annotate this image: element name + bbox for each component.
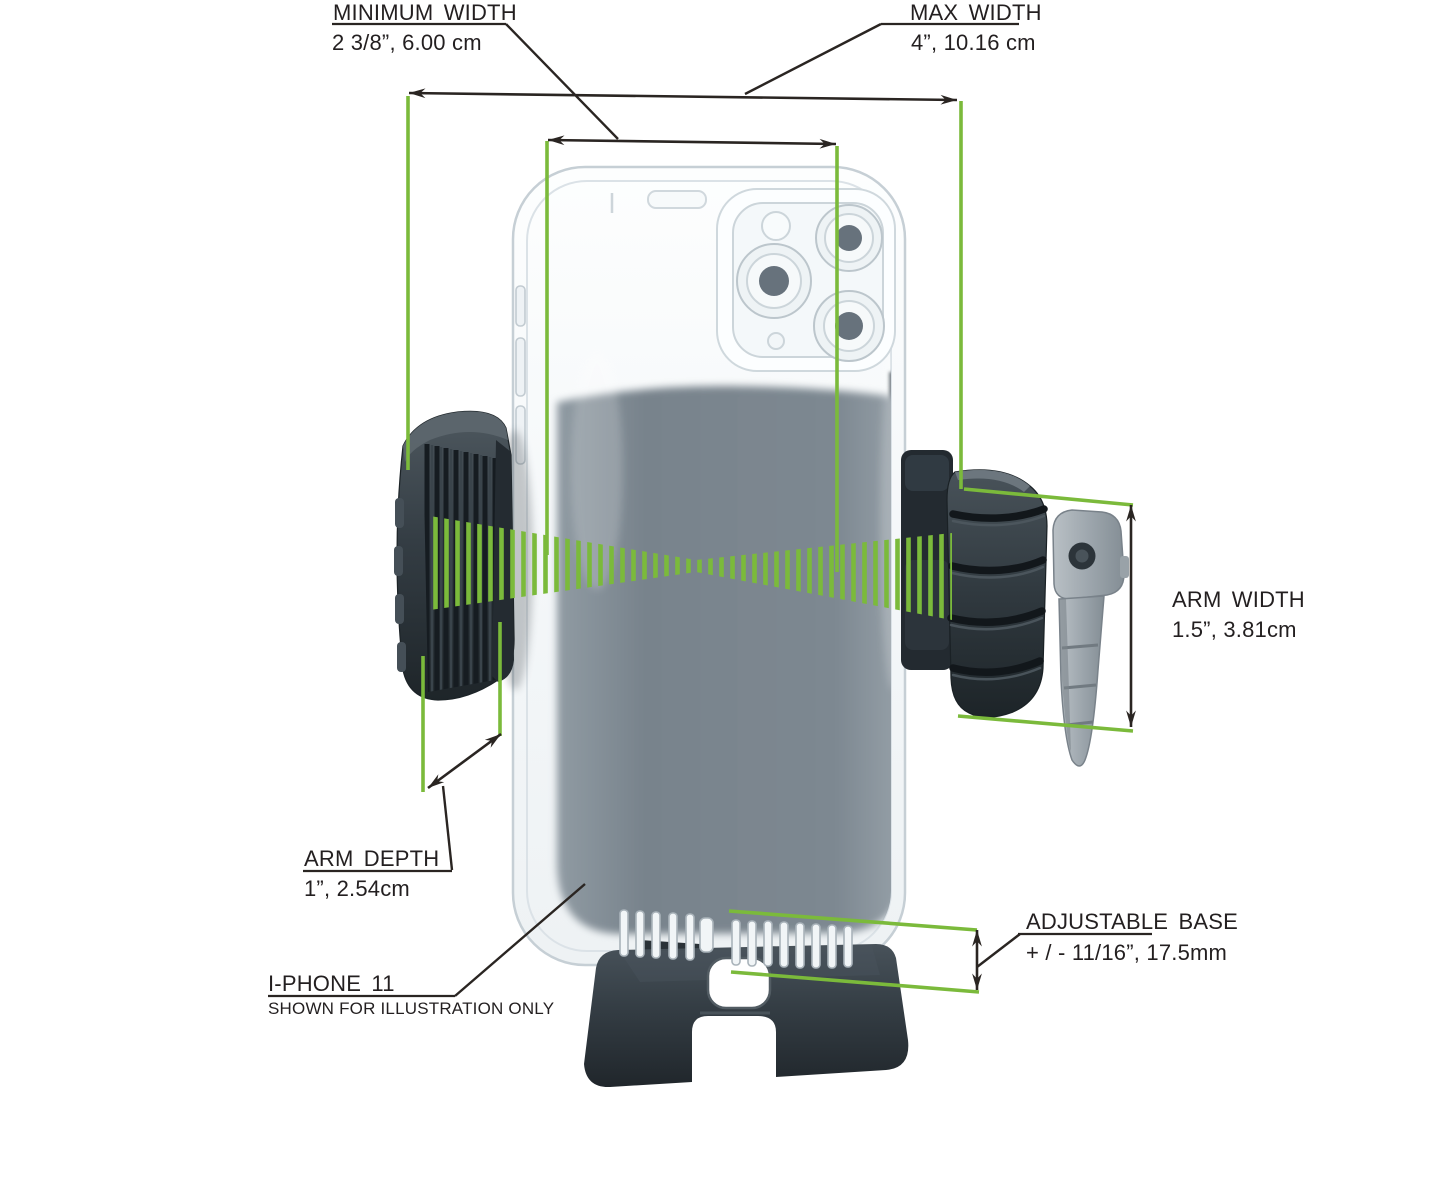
camera-flash [761,211,791,241]
base-extension-top [728,909,978,932]
left-arm-edge-notches [394,498,406,672]
clip-side-tab [1120,556,1129,578]
grip-laser-hatch [430,516,952,620]
base-cutout-hole [706,956,772,1010]
arm-width-extension-top [963,487,1134,507]
side-buttons [515,285,526,465]
min-width-dimension-line [547,135,837,149]
min-width-value: 2 3/8”, 6.00 cm [332,30,482,55]
top-slot-detail [647,190,707,209]
arm-width-title: ARM WIDTH [1172,587,1305,612]
arm-width-value: 1.5”, 3.81cm [1172,617,1297,642]
right-arm-grooves [947,505,1048,681]
phone-model-title: I-PHONE 11 [268,971,395,996]
max-width-leader [744,22,882,96]
arm-width-extension-bottom [957,714,1134,733]
arm-depth-leader [441,785,454,871]
adjustable-base-title: ADJUSTABLE BASE [1026,909,1238,934]
phone-gray-panel [557,385,891,934]
phone-model-subtitle: SHOWN FOR ILLUSTRATION ONLY [268,999,554,1018]
max-width-dimension-line [408,88,958,105]
max-width-value: 4”, 10.16 cm [911,30,1036,55]
green-extension-lines [406,96,1134,994]
base-leader [976,933,1021,968]
arm-depth-dimension-line [427,732,502,790]
callout-labels: MINIMUM WIDTH 2 3/8”, 6.00 cm MAX WIDTH … [268,0,1305,1018]
base-extension-bottom [730,970,980,994]
camera-lens-left [736,243,812,319]
camera-module [716,188,896,372]
right-arm-shell [946,469,1048,718]
adjustable-base-value: + / - 11/16”, 17.5mm [1026,940,1227,965]
min-width-leader [505,23,619,140]
camera-mic-dot [767,332,785,350]
adjustable-base-plate [584,940,909,1088]
min-width-title: MINIMUM WIDTH [333,0,517,25]
phone-leader [454,883,586,997]
dimension-lines [268,22,1152,998]
max-width-title: MAX WIDTH [910,0,1042,25]
case-bottom-tabs [619,909,853,969]
vent-clip-key [1052,509,1129,767]
camera-lens-top-right [815,204,883,272]
camera-lens-bottom-right [813,290,885,362]
arm-depth-title: ARM DEPTH [304,846,439,871]
arm-depth-value: 1”, 2.54cm [304,876,410,901]
